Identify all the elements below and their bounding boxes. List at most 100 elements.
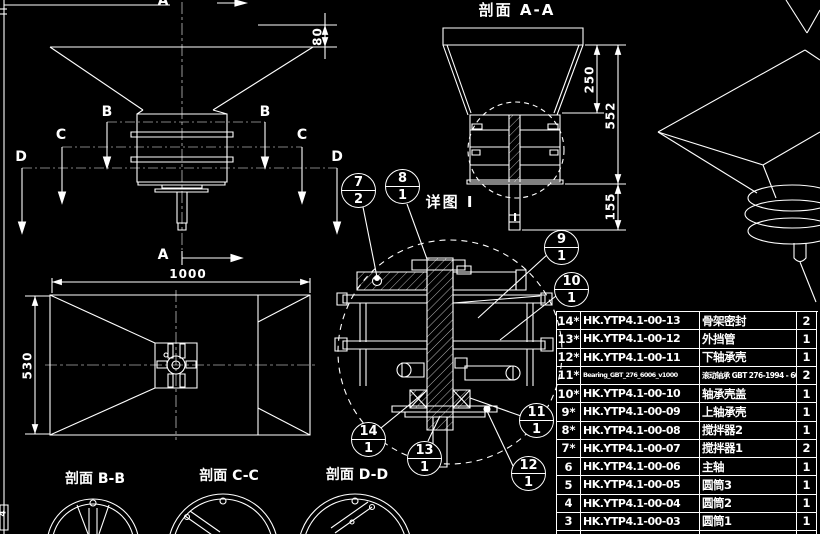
balloon-9[interactable]: 9 1 bbox=[544, 230, 579, 265]
section-letter-c-left: C bbox=[55, 127, 67, 143]
dim-552: 552 bbox=[603, 101, 618, 130]
bom-cell-code[interactable]: HK.YTP4.1-00-11 bbox=[581, 348, 700, 367]
bom-cell-no[interactable]: 6 bbox=[557, 458, 581, 477]
balloon-12-item: 12 bbox=[512, 457, 545, 474]
balloon-9-qty: 1 bbox=[556, 248, 567, 264]
section-cc-title: 剖面 C-C bbox=[199, 468, 259, 484]
bom-cell-code[interactable]: HK.YTP4.1-00-03 bbox=[581, 512, 700, 531]
balloon-14-item: 14 bbox=[352, 423, 385, 440]
bom-table[interactable]: 14* HK.YTP4.1-00-13 骨架密封 2 13* HK.YTP4.1… bbox=[556, 311, 818, 534]
bom-cell-no[interactable]: 4 bbox=[557, 494, 581, 513]
bom-cell-name[interactable]: 骨架密封 bbox=[700, 312, 797, 331]
bom-cell-no[interactable]: 3 bbox=[557, 512, 581, 531]
balloon-9-item: 9 bbox=[545, 231, 578, 248]
bom-cell-no[interactable]: 7* bbox=[557, 439, 581, 458]
section-bb-view bbox=[47, 499, 139, 534]
bom-cell-no[interactable]: 9* bbox=[557, 403, 581, 422]
main-shaft-section bbox=[427, 258, 453, 430]
balloon-11-qty: 1 bbox=[531, 421, 542, 437]
detail-i-title: 详图 I bbox=[425, 193, 475, 211]
balloon-11-item: 11 bbox=[520, 404, 553, 421]
balloon-10-qty: 1 bbox=[566, 290, 577, 306]
section-letter-b-left: B bbox=[101, 104, 113, 120]
bom-cell-code[interactable]: HK.YTP4.1-00-08 bbox=[581, 421, 700, 440]
bom-cell-qty[interactable]: 1 bbox=[797, 512, 817, 531]
bom-cell-qty[interactable]: 1 bbox=[797, 494, 817, 513]
section-letter-a-plan: A bbox=[157, 247, 169, 263]
balloon-8-item: 8 bbox=[386, 170, 419, 187]
section-letter-a-top: A bbox=[157, 0, 169, 9]
balloon-13-item: 13 bbox=[408, 442, 441, 459]
bom-cell-qty[interactable]: 1 bbox=[797, 330, 817, 349]
balloon-14-qty: 1 bbox=[363, 440, 374, 456]
balloon-10[interactable]: 10 1 bbox=[554, 272, 589, 307]
bom-cell-name[interactable]: 圆筒1 bbox=[700, 512, 797, 531]
balloon-8-qty: 1 bbox=[397, 187, 408, 203]
bom-cell-name[interactable]: 主轴 bbox=[700, 458, 797, 477]
bom-cell-code[interactable]: HK.YTP4.1-00-06 bbox=[581, 458, 700, 477]
section-letter-d-left: D bbox=[15, 149, 27, 165]
section-letter-d-right: D bbox=[331, 149, 343, 165]
dim-530: 530 bbox=[20, 351, 35, 380]
bom-cell-no[interactable] bbox=[557, 531, 581, 534]
balloon-12[interactable]: 12 1 bbox=[511, 456, 546, 491]
bom-cell-name[interactable] bbox=[700, 531, 797, 534]
plan-view bbox=[25, 251, 315, 440]
bom-cell-name[interactable]: 上轴承壳 bbox=[700, 403, 797, 422]
bom-cell-code[interactable]: HK.YTP4.1-00-04 bbox=[581, 494, 700, 513]
bom-cell-qty[interactable]: 2 bbox=[797, 366, 817, 385]
bom-cell-name[interactable]: 圆筒2 bbox=[700, 494, 797, 513]
section-dd-view bbox=[298, 494, 412, 534]
bom-cell-code[interactable]: Bearing_GBT_276_6006_v1000 bbox=[581, 366, 700, 385]
bom-cell-no[interactable]: 13* bbox=[557, 330, 581, 349]
detail-view-boundary bbox=[338, 240, 562, 464]
balloon-leaders bbox=[363, 204, 556, 468]
section-aa-view bbox=[443, 28, 626, 230]
bom-cell-name[interactable]: 搅拌器1 bbox=[700, 439, 797, 458]
dim-80: 80 bbox=[310, 27, 325, 46]
bom-cell-qty[interactable]: 1 bbox=[797, 476, 817, 495]
bom-cell-name[interactable]: 外挡管 bbox=[700, 330, 797, 349]
section-letter-c-right: C bbox=[296, 127, 308, 143]
bom-cell-no[interactable]: 14* bbox=[557, 312, 581, 331]
balloon-7[interactable]: 7 2 bbox=[341, 173, 376, 208]
front-view bbox=[4, 0, 341, 250]
section-letter-b-right: B bbox=[259, 104, 271, 120]
bom-cell-qty[interactable]: 1 bbox=[797, 421, 817, 440]
bom-cell-qty[interactable]: 1 bbox=[797, 385, 817, 404]
bom-cell-no[interactable]: 8* bbox=[557, 421, 581, 440]
balloon-13[interactable]: 13 1 bbox=[407, 441, 442, 476]
bom-cell-name[interactable]: 滚动轴承 GBT 276-1994 - 6006 bbox=[700, 366, 797, 385]
bom-cell-name[interactable]: 圆筒3 bbox=[700, 476, 797, 495]
bom-cell-name[interactable]: 轴承壳盖 bbox=[700, 385, 797, 404]
bom-cell-name[interactable]: 下轴承壳 bbox=[700, 348, 797, 367]
bom-cell-qty[interactable]: 2 bbox=[797, 312, 817, 331]
bom-cell-code[interactable] bbox=[581, 531, 700, 534]
bom-cell-code[interactable]: HK.YTP4.1-00-05 bbox=[581, 476, 700, 495]
bom-cell-no[interactable]: 11* bbox=[557, 366, 581, 385]
bom-cell-qty[interactable]: 1 bbox=[797, 403, 817, 422]
bom-cell-code[interactable]: HK.YTP4.1-00-10 bbox=[581, 385, 700, 404]
bom-cell-no[interactable]: 12* bbox=[557, 348, 581, 367]
bom-cell-no[interactable]: 10* bbox=[557, 385, 581, 404]
bom-cell-code[interactable]: HK.YTP4.1-00-09 bbox=[581, 403, 700, 422]
isometric-view bbox=[658, 0, 820, 302]
balloon-14[interactable]: 14 1 bbox=[351, 422, 386, 457]
bom-cell-code[interactable]: HK.YTP4.1-00-13 bbox=[581, 312, 700, 331]
bom-cell-qty[interactable]: 2 bbox=[797, 439, 817, 458]
balloon-10-item: 10 bbox=[555, 273, 588, 290]
bom-cell-qty[interactable]: 1 bbox=[797, 348, 817, 367]
bom-cell-name[interactable]: 搅拌器2 bbox=[700, 421, 797, 440]
bom-cell-no[interactable]: 5 bbox=[557, 476, 581, 495]
bom-cell-qty[interactable]: 1 bbox=[797, 458, 817, 477]
balloon-11[interactable]: 11 1 bbox=[519, 403, 554, 438]
dim-155: 155 bbox=[603, 192, 618, 221]
bom-cell-code[interactable]: HK.YTP4.1-00-12 bbox=[581, 330, 700, 349]
dim-1000: 1000 bbox=[169, 267, 207, 281]
section-cc-view bbox=[168, 494, 278, 534]
bom-cell-code[interactable]: HK.YTP4.1-00-07 bbox=[581, 439, 700, 458]
bom-cell-qty[interactable] bbox=[797, 531, 817, 534]
balloon-8[interactable]: 8 1 bbox=[385, 169, 420, 204]
